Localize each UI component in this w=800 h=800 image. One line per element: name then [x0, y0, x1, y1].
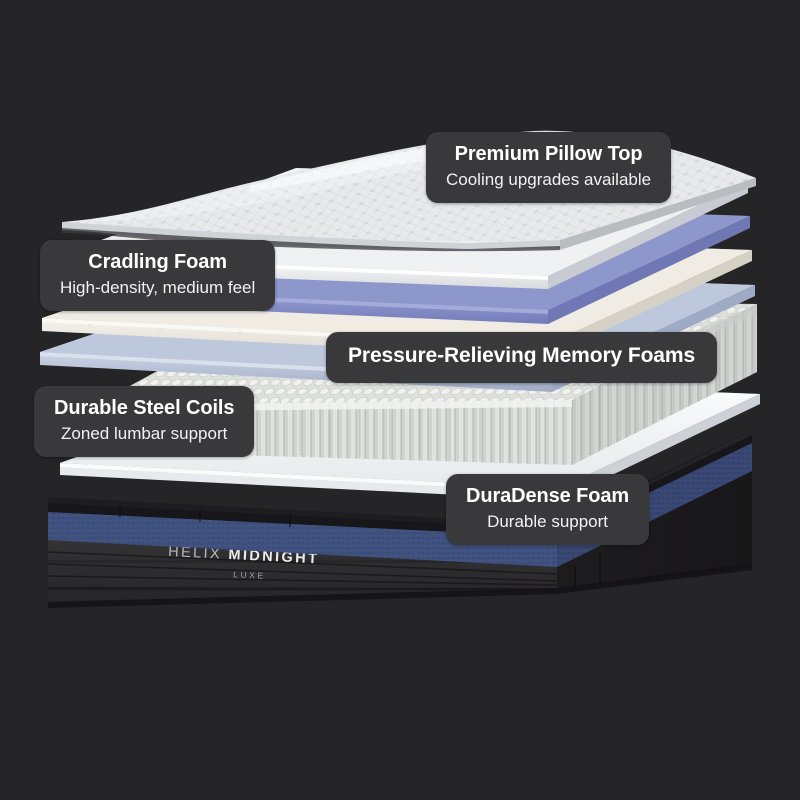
- callout-title: Cradling Foam: [88, 251, 227, 273]
- callout-premium-pillow-top[interactable]: Premium Pillow Top Cooling upgrades avai…: [426, 132, 672, 203]
- callout-cradling-foam[interactable]: Cradling Foam High-density, medium feel: [40, 240, 276, 311]
- callout-subtitle: Durable support: [487, 511, 609, 531]
- callout-duradense-foam[interactable]: DuraDense Foam Durable support: [446, 474, 650, 545]
- callout-pressure-relieving-memory-foams[interactable]: Pressure-Relieving Memory Foams: [326, 332, 718, 383]
- callout-subtitle: Cooling upgrades available: [446, 169, 652, 189]
- callout-title: Premium Pillow Top: [454, 143, 643, 165]
- callout-title: DuraDense Foam: [466, 485, 630, 507]
- svg-text:LUXE: LUXE: [233, 569, 266, 581]
- callout-title: Pressure-Relieving Memory Foams: [348, 344, 696, 367]
- callout-title: Durable Steel Coils: [54, 397, 235, 419]
- callout-subtitle: High-density, medium feel: [60, 277, 256, 297]
- callout-subtitle: Zoned lumbar support: [61, 423, 228, 443]
- callout-durable-steel-coils[interactable]: Durable Steel Coils Zoned lumbar support: [34, 386, 255, 457]
- layer-charcoal-base: [47, 471, 752, 608]
